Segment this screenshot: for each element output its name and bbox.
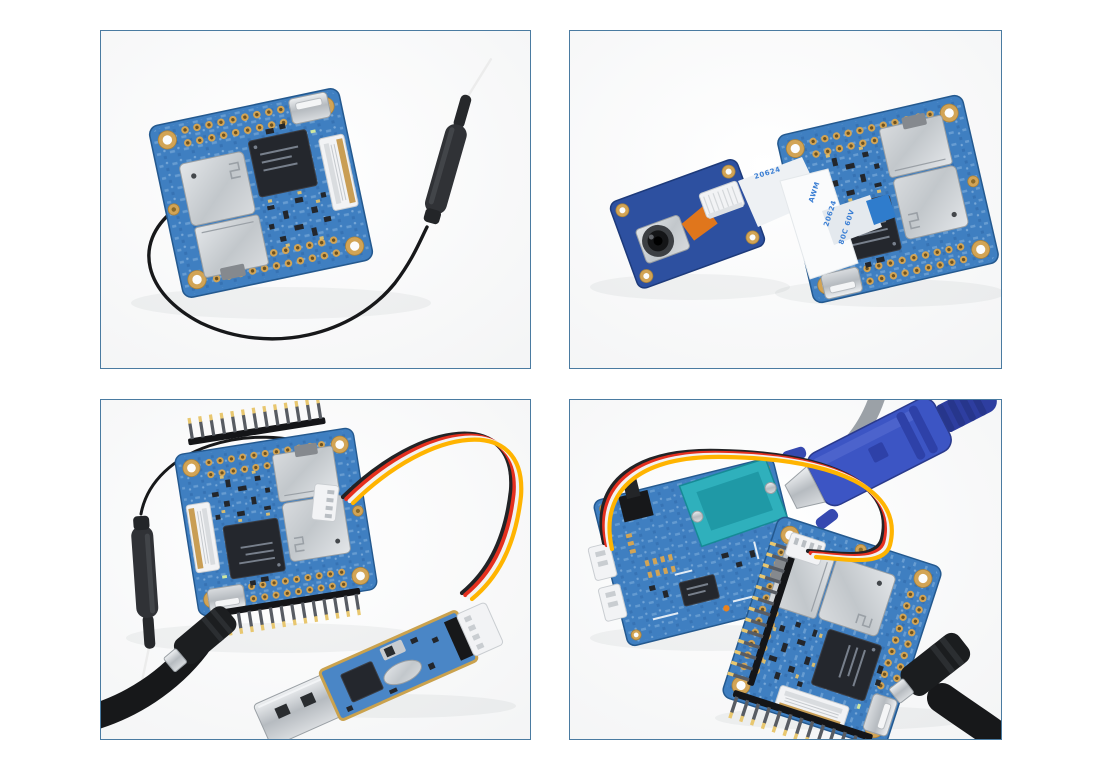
photo-board-antenna [101,31,530,368]
driver-ic [678,574,720,607]
photo-board-vga-adapter [570,400,1001,739]
vga-plug-grips [868,405,938,463]
vga-plug-metal-shell [784,465,826,510]
vga-adapter-board [587,457,808,647]
board-serial-connector [310,482,340,523]
camera-ffc-connector [698,180,745,219]
ribbon-stiffener [866,194,896,225]
serial-wire-bundle [599,448,894,563]
photo-panel-board-antenna[interactable] [100,30,531,369]
brand-logo-mark [723,605,730,612]
camera-lens [635,215,690,264]
uart-chip [340,661,384,703]
adapter-pin-header [443,616,474,661]
serial-wire-bundle [340,431,524,602]
micro-usb-cable [889,632,1001,739]
smd-components [346,636,440,713]
photo-board-serial-adapter [101,400,530,739]
smd-components [648,549,756,599]
vga-socket [678,457,789,548]
crystal-oscillator [383,659,422,686]
board-jst-connectors [587,542,628,622]
adapter-jst-connector [456,602,504,657]
dev-board [174,427,378,617]
photo-panel-board-serial[interactable] [100,399,531,740]
vga-plug [782,400,997,529]
mounting-holes [615,164,760,283]
antenna-coax-cable [147,209,429,341]
micro-usb-cable [101,606,237,729]
photo-panel-board-camera[interactable]: 20624 AWM 20624 80C 60V [569,30,1002,369]
header-pins [625,533,676,579]
photo-board-camera: 20624 AWM 20624 80C 60V [570,31,1001,368]
mode-switch [379,639,406,661]
usb-serial-adapter [253,602,504,739]
vga-plug-boot [934,400,997,433]
flat-ribbon-cable: 20624 AWM 20624 80C 60V [738,157,896,280]
photo-panel-board-vga[interactable] [569,399,1002,740]
